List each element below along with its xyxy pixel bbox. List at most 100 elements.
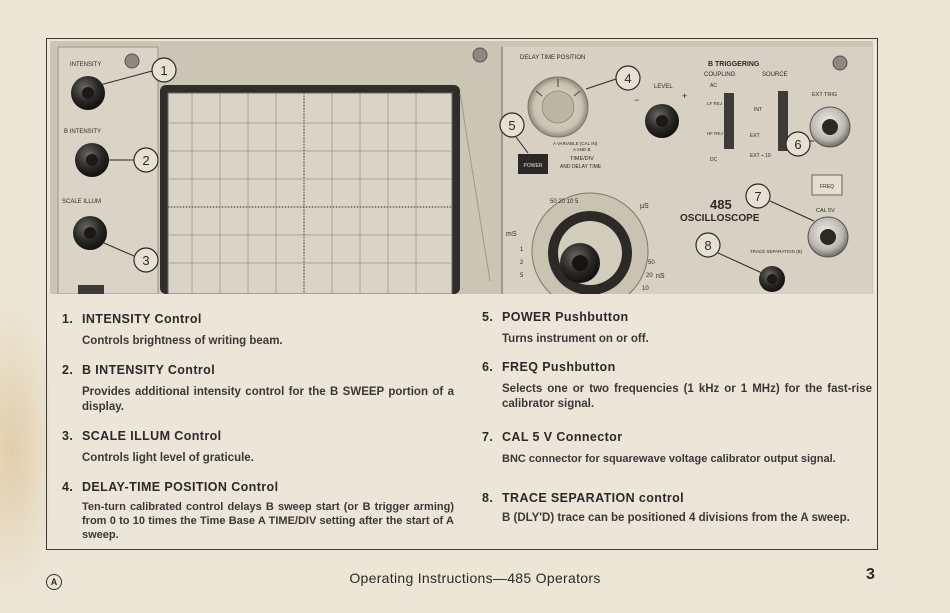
item-freq: 6. FREQ Pushbutton Selects one or two fre… (482, 360, 872, 412)
variable-label-4: AND DELAY TIME (560, 164, 602, 170)
callout-4: 4 (624, 71, 631, 86)
source-label: SOURCE (762, 72, 788, 78)
front-panel-photo: INTENSITY B INTENSITY SCALE ILLUM 1 2 3 (50, 41, 873, 294)
item-title-text: SCALE ILLUM Control (82, 429, 222, 443)
svg-text:1: 1 (520, 247, 524, 253)
coupling-hf-rej: HF REJ (707, 131, 723, 136)
svg-text:50 20 10 5: 50 20 10 5 (550, 199, 579, 205)
item-number: 4. (62, 480, 74, 494)
variable-label-1: A VARIABLE (CAL IN) (553, 141, 598, 146)
intensity-label: INTENSITY (70, 62, 101, 68)
item-description: Controls light level of graticule. (82, 452, 254, 464)
control-descriptions: 1. INTENSITY Control Controls brightness … (50, 296, 873, 546)
svg-text:50: 50 (648, 260, 655, 266)
item-title-text: POWER Pushbutton (502, 310, 629, 324)
item-title: 1. INTENSITY Control (62, 312, 454, 326)
variable-label-3: TIME/DIV (570, 156, 594, 162)
coupling-switch[interactable] (724, 93, 734, 149)
time-div-dial[interactable] (531, 192, 649, 294)
callout-5: 5 (508, 118, 515, 133)
svg-text:10: 10 (642, 286, 649, 292)
callout-3: 3 (142, 253, 149, 268)
svg-text:5: 5 (520, 273, 524, 279)
delay-time-position-label: DELAY TIME POSITION (520, 55, 585, 61)
tektronix-mark: A (46, 574, 62, 590)
ext-trig-connector[interactable] (809, 106, 851, 148)
item-number: 2. (62, 363, 74, 377)
item-trace-separation: 8.TRACE SEPARATION control B (DLY'D) tra… (482, 491, 872, 525)
item-title-text: DELAY-TIME POSITION Control (82, 480, 279, 494)
oscilloscope-label: OSCILLOSCOPE (680, 213, 760, 224)
us-label: μS (640, 203, 649, 210)
b-intensity-knob[interactable] (75, 143, 109, 177)
item-number: 3. (62, 429, 74, 443)
page-number: 3 (866, 566, 875, 583)
item-power: 5.POWER Pushbutton Turns instrument on o… (482, 310, 872, 347)
delay-time-position-dial[interactable] (527, 76, 589, 138)
ext-trig-label: EXT TRIG (812, 92, 837, 98)
ms-label: mS (506, 231, 517, 238)
b-triggering-label: B TRIGGERING (708, 61, 760, 68)
item-title-text: FREQ Pushbutton (502, 360, 616, 374)
scale-illum-knob[interactable] (73, 216, 107, 250)
item-cal-5v: 7.CAL 5 V Connector BNC connector for sq… (482, 430, 872, 467)
ns-label: nS (656, 273, 665, 280)
footer-title: Operating Instructions—485 Operators (349, 570, 601, 586)
item-title: 5.POWER Pushbutton (482, 310, 872, 324)
svg-text:+: + (682, 91, 687, 101)
item-description: Turns instrument on or off. (502, 333, 649, 345)
item-number: 6. (482, 360, 494, 374)
item-intensity: 1. INTENSITY Control Controls brightness … (62, 312, 454, 349)
crt-graticule (167, 92, 453, 294)
item-title: 4. DELAY-TIME POSITION Control (62, 480, 454, 494)
coupling-ac: AC (710, 83, 717, 89)
scale-illum-label: SCALE ILLUM (62, 199, 101, 205)
coupling-lf-rej: LF REJ (707, 101, 722, 106)
item-description: Selects one or two frequencies (1 kHz or… (502, 383, 872, 410)
item-scale-illum: 3. SCALE ILLUM Control Controls light lev… (62, 429, 454, 466)
item-number: 7. (482, 430, 494, 444)
item-description: Provides additional intensity control fo… (82, 386, 454, 413)
intensity-knob[interactable] (71, 76, 105, 110)
item-description: Controls brightness of writing beam. (82, 335, 283, 347)
svg-text:20: 20 (646, 273, 653, 279)
item-number: 8. (482, 491, 494, 505)
model-number: 485 (710, 197, 732, 212)
item-title: 2. B INTENSITY Control (62, 363, 454, 377)
item-title-text: INTENSITY Control (82, 312, 202, 326)
trace-separation-knob[interactable] (759, 266, 785, 292)
source-switch[interactable] (778, 91, 788, 151)
svg-text:−: − (634, 95, 639, 105)
level-label: LEVEL (654, 84, 673, 90)
cal-5v-connector[interactable] (807, 216, 849, 258)
item-description: B (DLY'D) trace can be positioned 4 divi… (502, 512, 850, 524)
item-title-text: B INTENSITY Control (82, 363, 216, 377)
b-level-knob[interactable] (645, 104, 679, 138)
callout-8: 8 (704, 238, 711, 253)
svg-text:2: 2 (520, 260, 524, 266)
variable-label-2: A AND B (573, 147, 591, 152)
b-intensity-label: B INTENSITY (64, 129, 101, 135)
source-int: INT (754, 107, 762, 113)
cal-5v-label: CAL 5V (816, 208, 835, 214)
item-title: 6. FREQ Pushbutton (482, 360, 872, 374)
callout-1: 1 (160, 63, 167, 78)
item-number: 1. (62, 312, 74, 326)
trace-separation-label: TRACE SEPARATION (B) (750, 249, 803, 254)
item-delay-time-position: 4.DELAY-TIME POSITION Control Ten-turn c… (62, 480, 454, 542)
power-button[interactable]: POWER (518, 154, 548, 174)
freq-button-label: FREQ (820, 184, 834, 190)
item-title-text: CAL 5 V Connector (502, 430, 623, 444)
callout-6: 6 (794, 137, 801, 152)
source-ext-div10: EXT ÷ 10 (750, 153, 771, 159)
item-b-intensity: 2. B INTENSITY Control Provides additiona… (62, 363, 454, 415)
callout-7: 7 (754, 189, 761, 204)
coupling-label: COUPLING (704, 72, 736, 78)
callout-2: 2 (142, 153, 149, 168)
freq-button[interactable]: FREQ (811, 174, 843, 196)
item-title: 8.TRACE SEPARATION control (482, 491, 872, 505)
page-frame (46, 38, 878, 550)
coupling-dc: DC (710, 157, 718, 163)
source-ext: EXT (750, 133, 760, 139)
power-button-label: POWER (524, 163, 543, 169)
